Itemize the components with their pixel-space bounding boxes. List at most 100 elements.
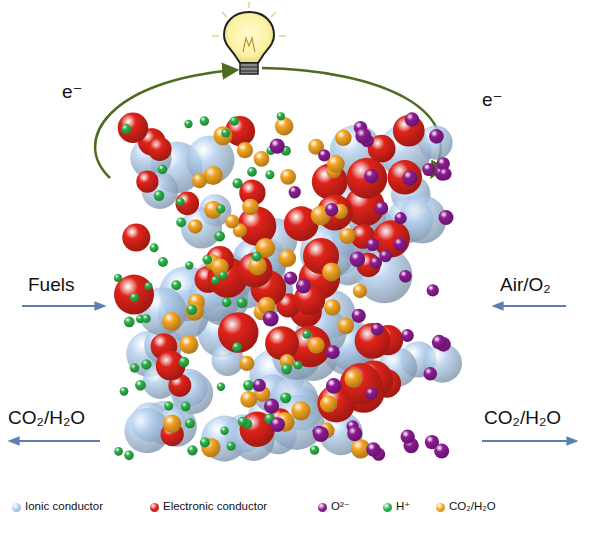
- flow-label: Air/O₂: [500, 275, 551, 296]
- legend-swatch: [318, 503, 327, 512]
- particle: [432, 335, 447, 350]
- particle: [302, 330, 311, 339]
- flow-label: Fuels: [28, 275, 74, 296]
- particle: [422, 163, 435, 176]
- particle: [171, 280, 181, 290]
- particle: [294, 361, 303, 370]
- particle: [355, 323, 391, 359]
- particle: [227, 442, 236, 451]
- electron-label: e⁻: [482, 90, 503, 111]
- particle: [264, 399, 279, 414]
- particle: [200, 116, 209, 125]
- particle: [221, 129, 230, 138]
- particle: [350, 251, 366, 267]
- light-bulb: [212, 2, 286, 74]
- particle: [263, 311, 279, 327]
- particle: [405, 112, 419, 126]
- flow-label: CO₂/H₂O: [8, 408, 85, 429]
- particle: [340, 363, 382, 405]
- particle: [308, 337, 325, 354]
- particle: [130, 363, 139, 372]
- particle: [291, 401, 310, 420]
- particle: [434, 443, 449, 458]
- particle: [141, 359, 151, 369]
- particle: [238, 417, 248, 427]
- legend-text: CO₂/H₂O: [449, 500, 496, 514]
- particle: [366, 442, 380, 456]
- flow-label: CO₂/H₂O: [484, 408, 561, 429]
- particle: [289, 186, 301, 198]
- legend-text: H⁺: [396, 500, 410, 514]
- particle: [163, 414, 181, 432]
- particle: [338, 318, 354, 334]
- particle: [371, 323, 384, 336]
- particle: [185, 418, 195, 428]
- legend-text: O²⁻: [331, 500, 350, 514]
- particle: [158, 257, 168, 267]
- particle: [232, 342, 242, 352]
- particle: [118, 112, 149, 143]
- particle: [277, 112, 285, 120]
- particle: [270, 139, 285, 154]
- particle: [265, 170, 274, 179]
- particle: [353, 284, 367, 298]
- particle: [213, 126, 232, 145]
- particle: [247, 167, 257, 177]
- particle: [364, 169, 379, 184]
- particle: [423, 367, 437, 381]
- particle: [124, 317, 135, 328]
- particle: [253, 379, 266, 392]
- particle: [280, 392, 291, 403]
- particle: [121, 124, 131, 134]
- particle: [325, 203, 338, 216]
- particle: [243, 380, 254, 391]
- particle: [439, 168, 451, 180]
- particle: [339, 228, 355, 244]
- particle: [373, 220, 410, 257]
- particle: [335, 130, 352, 147]
- particle: [185, 261, 193, 269]
- particle: [176, 198, 185, 207]
- particle: [130, 293, 139, 302]
- particle: [232, 178, 242, 188]
- particle: [429, 129, 444, 144]
- particle: [355, 128, 371, 144]
- particle: [379, 250, 391, 262]
- legend-swatch: [436, 503, 445, 512]
- particle: [322, 263, 341, 282]
- particle: [120, 387, 129, 396]
- particle: [352, 309, 366, 323]
- particle: [192, 173, 207, 188]
- particle: [122, 224, 150, 252]
- particle: [136, 171, 158, 193]
- particle: [179, 357, 189, 367]
- particle: [310, 445, 319, 454]
- legend-text: Ionic conductor: [25, 500, 103, 514]
- particle: [142, 314, 151, 323]
- particle: [347, 158, 388, 199]
- particle: [180, 335, 199, 354]
- particle: [158, 164, 168, 174]
- particle: [202, 255, 212, 265]
- particle: [225, 214, 239, 228]
- particle: [365, 388, 377, 400]
- particle: [214, 231, 225, 242]
- particle: [270, 417, 285, 432]
- particle: [222, 298, 232, 308]
- particle: [237, 297, 248, 308]
- particle: [124, 451, 134, 461]
- electron-label: e⁻: [62, 82, 83, 103]
- particle: [313, 426, 329, 442]
- particle: [218, 312, 258, 352]
- particle: [188, 219, 202, 233]
- particle: [318, 149, 330, 161]
- particle: [275, 117, 293, 135]
- particle: [114, 447, 123, 456]
- particle: [164, 402, 173, 411]
- particle: [185, 302, 204, 321]
- particle: [200, 437, 210, 447]
- particle: [427, 284, 439, 296]
- particle: [439, 210, 454, 225]
- particle: [284, 272, 297, 285]
